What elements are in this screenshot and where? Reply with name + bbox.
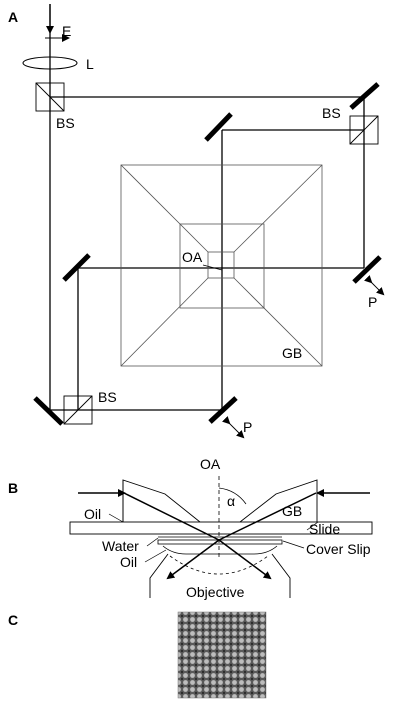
- panel-b: B OA α Oil GB Slide Water Oil: [8, 456, 373, 600]
- oil-top-leader: [108, 513, 124, 523]
- water-leader: [146, 537, 159, 547]
- panel-b-label: B: [8, 480, 18, 496]
- interference-pattern-image: [177, 611, 267, 699]
- piezo-arrow-bottom: [221, 415, 245, 439]
- oil-layer: [162, 545, 278, 555]
- mirror-middle-right: [352, 255, 382, 284]
- water-label: Water: [102, 538, 139, 554]
- oil-bottom-label: Oil: [120, 554, 137, 570]
- panel-a: A E L OA GB: [8, 4, 385, 439]
- alpha-angle-arc: [218, 487, 247, 505]
- mirror-middle-left: [62, 253, 91, 282]
- l-label: L: [86, 56, 94, 72]
- slide: [69, 521, 373, 535]
- cover-slip-label: Cover Slip: [306, 541, 371, 557]
- beam-right-out: [166, 539, 220, 580]
- bs-label-top-left: BS: [56, 115, 75, 131]
- mirror-top-right: [349, 82, 380, 110]
- p-label-right: P: [368, 294, 377, 310]
- glass-block-gb: [120, 164, 323, 367]
- panel-c-label: C: [8, 612, 18, 628]
- oa-label-b: OA: [200, 456, 221, 472]
- objective-label: Objective: [186, 584, 245, 600]
- oil-top-label: Oil: [84, 506, 101, 522]
- gb-label-a: GB: [282, 345, 302, 361]
- oil-bottom-leader: [144, 549, 167, 563]
- bs-label-top-right: BS: [322, 105, 341, 121]
- oa-label-a: OA: [182, 249, 203, 265]
- e-label: E: [62, 23, 71, 39]
- mirror-upper-center: [204, 112, 233, 142]
- panel-a-label: A: [8, 9, 18, 25]
- cover-slip-leader: [282, 540, 305, 549]
- beam-splitter-top-left: [35, 82, 65, 112]
- slide-leader: [306, 521, 319, 531]
- beam-splitter-bottom-left: [63, 395, 93, 425]
- bs-label-bottom-left: BS: [98, 389, 117, 405]
- beam-splitter-top-right: [349, 115, 379, 145]
- mirror-bottom-left: [33, 396, 64, 426]
- objective-front-lens: [169, 555, 269, 575]
- gb-label-b: GB: [282, 503, 302, 519]
- slide-label: Slide: [309, 521, 340, 537]
- p-label-bottom: P: [243, 419, 252, 435]
- objective-lens-housing: [149, 553, 291, 598]
- beam-left-cross: [123, 492, 220, 541]
- beam-left-out: [218, 539, 272, 580]
- panel-c: C: [8, 611, 267, 699]
- piezo-arrow-right: [363, 274, 385, 296]
- mirror-bottom-center: [208, 396, 238, 424]
- alpha-label: α: [227, 493, 235, 509]
- oa-leader-line: [202, 264, 223, 271]
- beam-right-cross: [218, 492, 317, 541]
